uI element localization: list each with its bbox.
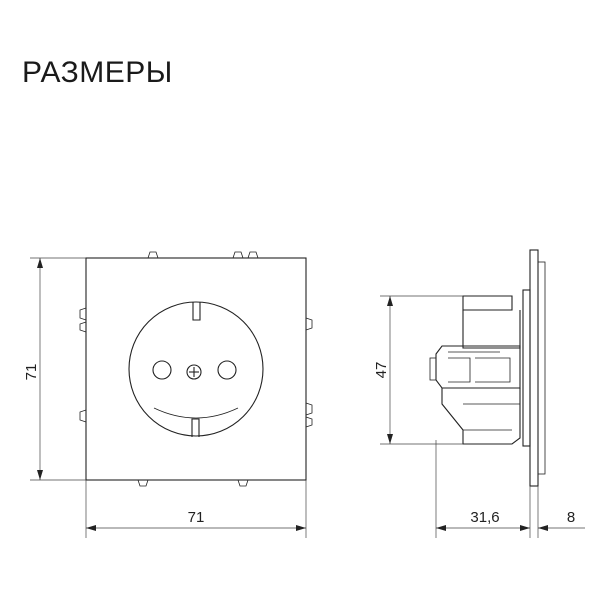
side-depth-dimension: 31,6 — [435, 440, 539, 538]
frame-thickness-dimension: 8 — [538, 509, 585, 531]
front-width-dimension: 71 — [85, 480, 307, 538]
socket-well — [128, 301, 264, 437]
side-height-label: 47 — [373, 362, 390, 379]
center-screw — [186, 364, 202, 380]
cover-plate — [529, 249, 539, 487]
front-height-dimension: 71 — [23, 257, 86, 481]
front-width-label: 71 — [188, 509, 205, 526]
side-height-dimension: 47 — [373, 295, 463, 445]
socket-front-view — [79, 251, 313, 487]
earth-contact-top — [192, 302, 201, 321]
pin-hole-left — [152, 360, 172, 380]
page-title: РАЗМЕРЫ — [22, 56, 173, 89]
frame-thickness-label: 8 — [567, 509, 575, 526]
side-depth-label: 31,6 — [470, 509, 499, 526]
socket-frame — [85, 257, 307, 481]
socket-side-view — [429, 249, 546, 487]
pin-hole-right — [217, 360, 237, 380]
front-height-label: 71 — [23, 364, 40, 381]
earth-contact-bottom — [191, 418, 200, 437]
